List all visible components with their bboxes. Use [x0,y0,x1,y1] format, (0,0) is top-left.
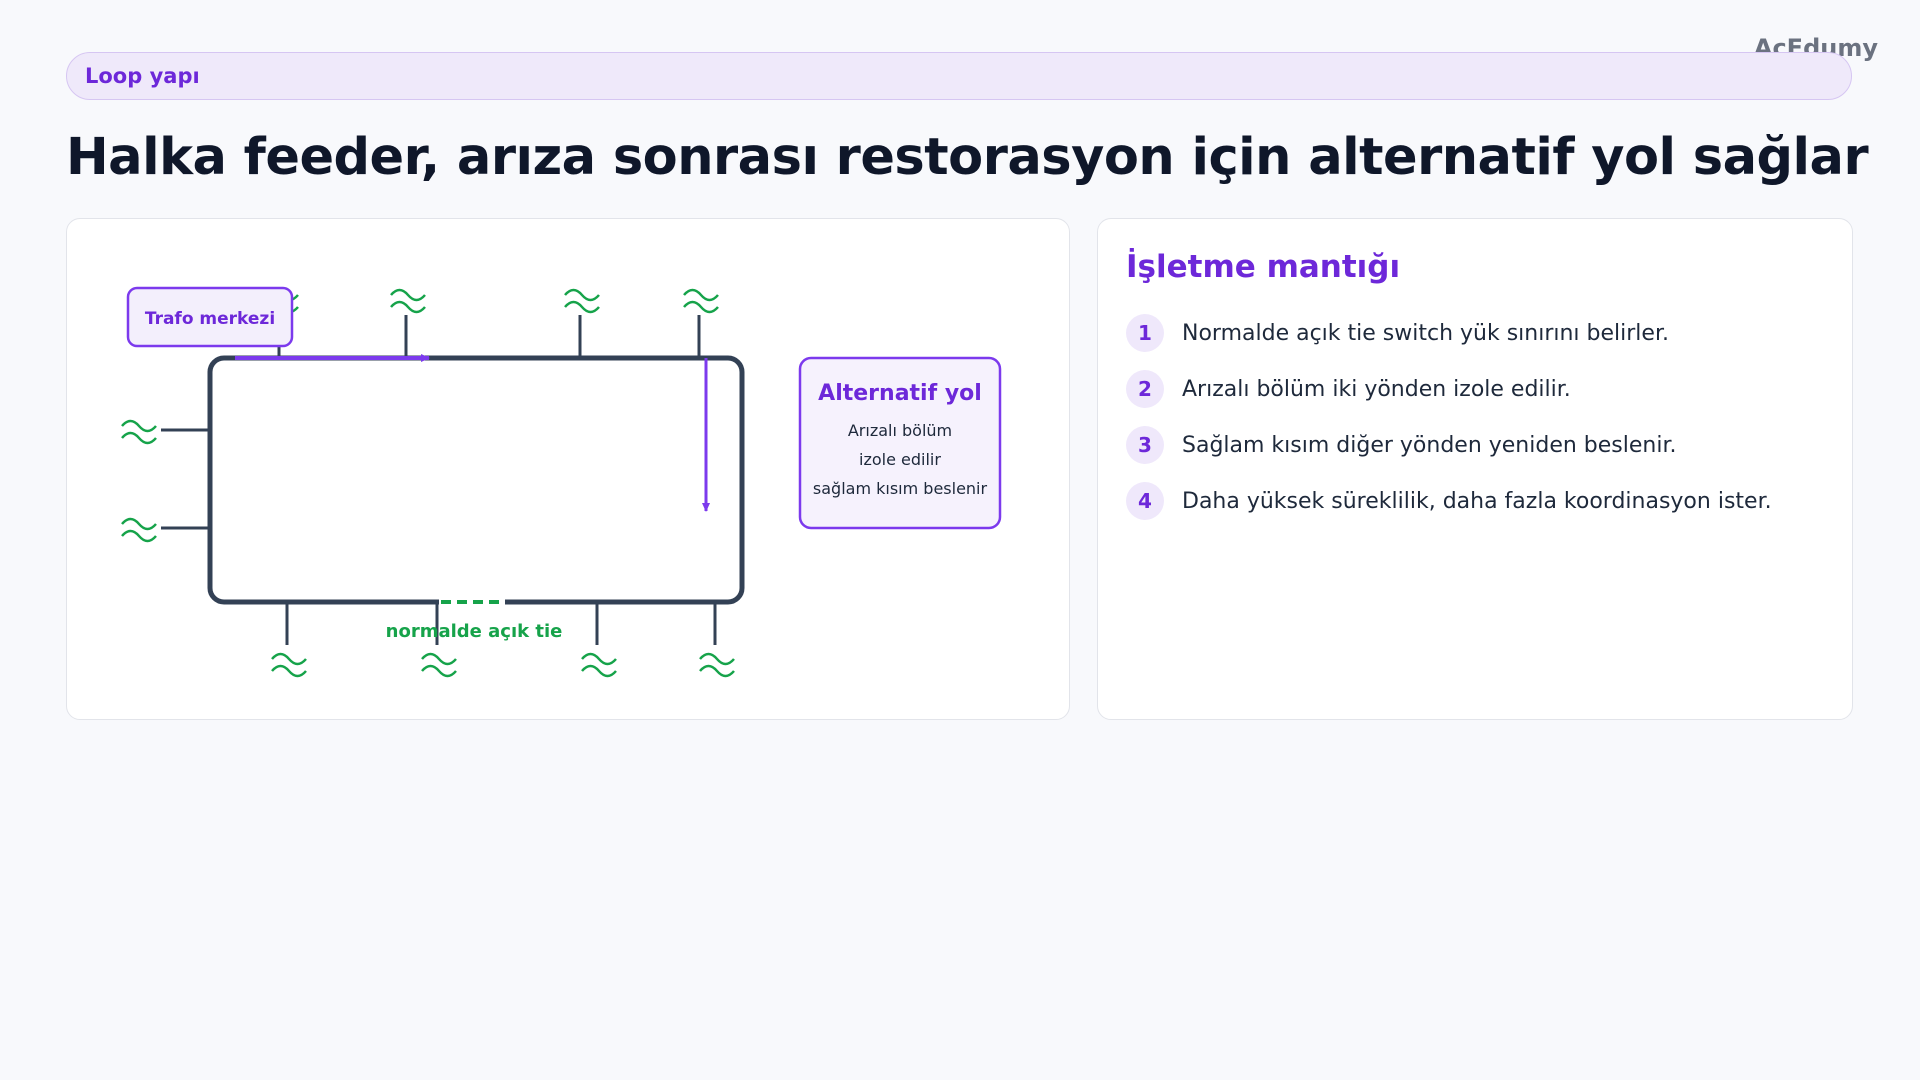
feeder-laterals [161,315,717,645]
load-icon [564,288,600,314]
load-icon [271,652,307,678]
substation-box [126,286,294,348]
list-item: 1 Normalde açık tie switch yük sınırını … [1126,305,1772,361]
callout-line: Arızalı bölüm [848,421,952,440]
section-tag: Loop yapı [66,52,1852,100]
ring-feeder-diagram: Trafo merkezi normalde açık tie Alternat… [121,286,1002,678]
step-number-badge: 4 [1126,482,1164,520]
load-icon [699,652,735,678]
step-text: Normalde açık tie switch yük sınırını be… [1182,320,1669,346]
substation-label: Trafo merkezi [145,309,275,329]
list-item: 2 Arızalı bölüm iki yönden izole edilir. [1126,361,1772,417]
diagram-card: Trafo merkezi normalde açık tie Alternat… [66,218,1070,720]
steps-list: 1 Normalde açık tie switch yük sınırını … [1126,305,1772,529]
step-number-badge: 2 [1126,370,1164,408]
step-text: Daha yüksek süreklilik, daha fazla koord… [1182,488,1772,514]
load-icon [683,288,719,314]
list-item: 4 Daha yüksek süreklilik, daha fazla koo… [1126,473,1772,529]
page-title: Halka feeder, arıza sonrası restorasyon … [66,128,1869,187]
callout-line: izole edilir [859,450,941,469]
step-number-badge: 1 [1126,314,1164,352]
load-icon [121,517,157,543]
alternate-path-callout [798,356,1002,530]
load-icon [421,652,457,678]
load-icon [390,288,426,314]
tie-label: normalde açık tie [386,621,563,642]
callout-line: sağlam kısım beslenir [813,479,988,498]
load-icons [121,288,735,678]
callout-title: Alternatif yol [818,381,982,406]
step-text: Arızalı bölüm iki yönden izole edilir. [1182,376,1571,402]
section-tag-label: Loop yapı [85,64,200,88]
operation-logic-title: İşletme mantığı [1126,249,1401,285]
load-icon [121,419,157,445]
step-text: Sağlam kısım diğer yönden yeniden beslen… [1182,432,1677,458]
list-item: 3 Sağlam kısım diğer yönden yeniden besl… [1126,417,1772,473]
load-icon [581,652,617,678]
operation-logic-card: İşletme mantığı 1 Normalde açık tie swit… [1097,218,1853,720]
ring-feeder [207,355,745,605]
step-number-badge: 3 [1126,426,1164,464]
